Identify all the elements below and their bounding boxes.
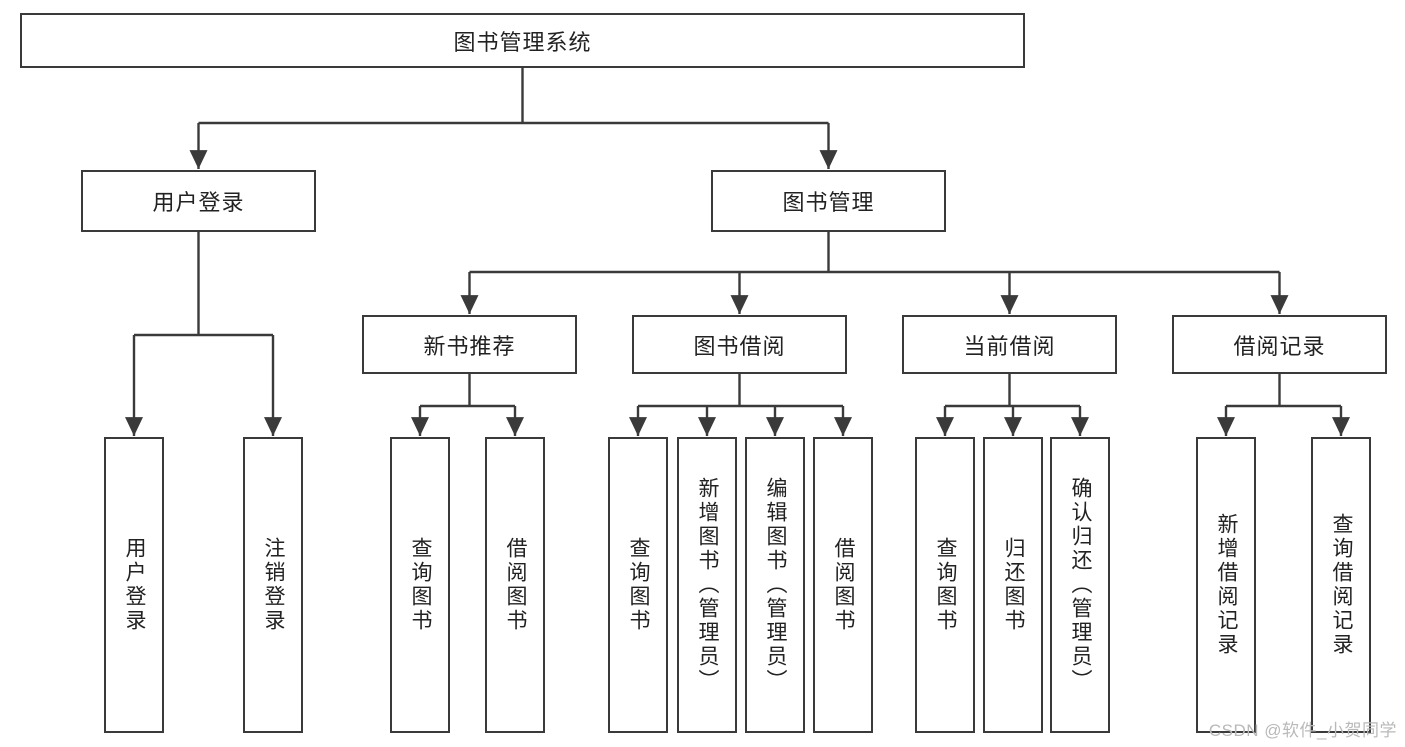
node-label: 借阅记录 <box>1233 333 1326 359</box>
node-leaf-12[interactable]: 查询借阅记录 <box>1311 437 1371 733</box>
node-leaf-2[interactable]: 查询图书 <box>390 437 450 733</box>
node-label: 用户登录 <box>123 537 147 633</box>
node-root[interactable]: 图书管理系统 <box>20 13 1025 68</box>
node-leaf-4[interactable]: 查询图书 <box>608 437 668 733</box>
node-leaf-7[interactable]: 借阅图书 <box>813 437 873 733</box>
node-label: 查询借阅记录 <box>1330 513 1354 657</box>
node-label: 当前借阅 <box>963 333 1056 359</box>
node-leaf-1[interactable]: 注销登录 <box>243 437 303 733</box>
watermark-text: CSDN @软件_小贺同学 <box>1208 721 1397 740</box>
node-leaf-11[interactable]: 新增借阅记录 <box>1196 437 1256 733</box>
node-label: 新增借阅记录 <box>1215 513 1239 657</box>
node-label: 新书推荐 <box>423 333 516 359</box>
node-label: 图书管理 <box>782 190 875 215</box>
node-leaf-6[interactable]: 编辑图书（管理员） <box>745 437 805 733</box>
node-label: 注销登录 <box>262 537 286 633</box>
node-level3-0[interactable]: 新书推荐 <box>362 315 577 374</box>
node-level2-1[interactable]: 图书管理 <box>711 170 946 232</box>
node-leaf-0[interactable]: 用户登录 <box>104 437 164 733</box>
node-label: 归还图书 <box>1002 537 1026 633</box>
node-label: 图书借阅 <box>693 333 786 359</box>
node-label: 新增图书（管理员） <box>696 477 720 693</box>
node-label: 用户登录 <box>152 190 245 215</box>
node-level2-0[interactable]: 用户登录 <box>81 170 316 232</box>
node-label: 借阅图书 <box>832 537 856 633</box>
node-label: 查询图书 <box>934 537 958 633</box>
node-label: 查询图书 <box>627 537 651 633</box>
node-label: 查询图书 <box>409 537 433 633</box>
node-label: 确认归还（管理员） <box>1069 477 1093 693</box>
node-level3-1[interactable]: 图书借阅 <box>632 315 847 374</box>
node-leaf-5[interactable]: 新增图书（管理员） <box>677 437 737 733</box>
node-level3-3[interactable]: 借阅记录 <box>1172 315 1387 374</box>
node-leaf-10[interactable]: 确认归还（管理员） <box>1050 437 1110 733</box>
node-label: 借阅图书 <box>504 537 528 633</box>
node-leaf-8[interactable]: 查询图书 <box>915 437 975 733</box>
node-label: 编辑图书（管理员） <box>764 477 788 693</box>
node-level3-2[interactable]: 当前借阅 <box>902 315 1117 374</box>
node-leaf-9[interactable]: 归还图书 <box>983 437 1043 733</box>
node-leaf-3[interactable]: 借阅图书 <box>485 437 545 733</box>
node-label: 图书管理系统 <box>453 29 592 55</box>
